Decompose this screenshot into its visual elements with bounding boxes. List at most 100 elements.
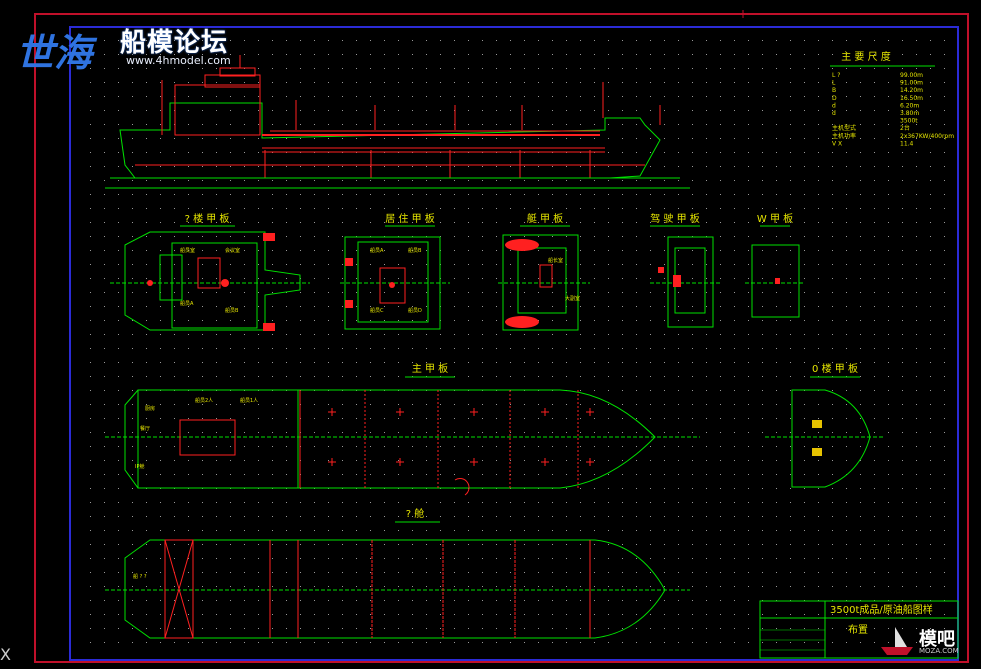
grid-dot	[566, 586, 567, 587]
grid-dot	[860, 96, 861, 97]
grid-dot	[258, 348, 259, 349]
grid-dot	[804, 306, 805, 307]
grid-dot	[482, 96, 483, 97]
grid-dot	[860, 404, 861, 405]
grid-dot	[510, 138, 511, 139]
grid-dot	[678, 600, 679, 601]
grid-dot	[160, 96, 161, 97]
grid-dot	[188, 124, 189, 125]
grid-dot	[384, 194, 385, 195]
grid-dot	[272, 306, 273, 307]
grid-dot	[664, 320, 665, 321]
grid-dot	[566, 138, 567, 139]
grid-dot	[678, 320, 679, 321]
grid-dot	[90, 474, 91, 475]
grid-dot	[188, 264, 189, 265]
grid-dot	[818, 292, 819, 293]
grid-dot	[244, 460, 245, 461]
grid-dot	[230, 306, 231, 307]
grid-dot	[216, 82, 217, 83]
grid-dot	[342, 628, 343, 629]
grid-dot	[692, 460, 693, 461]
grid-dot	[188, 544, 189, 545]
grid-dot	[90, 600, 91, 601]
grid-dot	[720, 600, 721, 601]
grid-dot	[370, 572, 371, 573]
grid-dot	[776, 390, 777, 391]
grid-dot	[146, 250, 147, 251]
grid-dot	[538, 348, 539, 349]
grid-dot	[846, 194, 847, 195]
grid-dot	[272, 502, 273, 503]
cursor-mark: X	[0, 645, 11, 664]
grid-dot	[860, 54, 861, 55]
grid-dot	[594, 166, 595, 167]
grid-dot	[762, 68, 763, 69]
grid-dot	[216, 460, 217, 461]
grid-dot	[608, 376, 609, 377]
grid-dot	[132, 124, 133, 125]
grid-dot	[90, 334, 91, 335]
grid-dot	[678, 572, 679, 573]
grid-dot	[90, 306, 91, 307]
grid-dot	[944, 194, 945, 195]
grid-dot	[174, 530, 175, 531]
grid-dot	[440, 362, 441, 363]
spec-value: 11.4	[900, 140, 914, 147]
grid-dot	[496, 474, 497, 475]
grid-dot	[622, 110, 623, 111]
grid-dot	[440, 502, 441, 503]
grid-dot	[426, 362, 427, 363]
grid-dot	[468, 68, 469, 69]
grid-dot	[594, 460, 595, 461]
grid-dot	[664, 40, 665, 41]
grid-dot	[132, 292, 133, 293]
grid-dot	[244, 334, 245, 335]
spec-key: 主机功率	[832, 132, 856, 140]
grid-dot	[132, 628, 133, 629]
grid-dot	[552, 82, 553, 83]
grid-dot	[678, 166, 679, 167]
grid-dot	[916, 642, 917, 643]
grid-dot	[930, 306, 931, 307]
room-main-b: 船员1人	[240, 397, 258, 404]
grid-dot	[818, 558, 819, 559]
grid-dot	[538, 124, 539, 125]
grid-dot	[454, 208, 455, 209]
grid-dot	[832, 320, 833, 321]
grid-dot	[790, 278, 791, 279]
plan-poop-deck: 0 楼 甲 板	[765, 362, 885, 488]
grid-dot	[790, 138, 791, 139]
grid-dot	[916, 614, 917, 615]
grid-dot	[244, 96, 245, 97]
grid-dot	[342, 96, 343, 97]
grid-dot	[818, 40, 819, 41]
grid-dot	[412, 222, 413, 223]
grid-dot	[118, 516, 119, 517]
grid-dot	[706, 40, 707, 41]
grid-dot	[804, 124, 805, 125]
grid-dot	[762, 558, 763, 559]
grid-dot	[846, 530, 847, 531]
grid-dot	[720, 96, 721, 97]
grid-dot	[944, 390, 945, 391]
grid-dot	[860, 362, 861, 363]
grid-dot	[594, 82, 595, 83]
grid-dot	[188, 530, 189, 531]
grid-dot	[412, 96, 413, 97]
grid-dot	[664, 572, 665, 573]
grid-dot	[720, 502, 721, 503]
grid-dot	[370, 446, 371, 447]
grid-dot	[692, 222, 693, 223]
grid-dot	[272, 194, 273, 195]
grid-dot	[328, 194, 329, 195]
grid-dot	[804, 334, 805, 335]
grid-dot	[328, 96, 329, 97]
grid-dot	[888, 208, 889, 209]
title-poop-deck: 0 楼 甲 板	[812, 362, 858, 375]
grid-dot	[944, 250, 945, 251]
grid-dot	[510, 586, 511, 587]
grid-dot	[790, 292, 791, 293]
grid-dot	[804, 40, 805, 41]
grid-dot	[916, 558, 917, 559]
